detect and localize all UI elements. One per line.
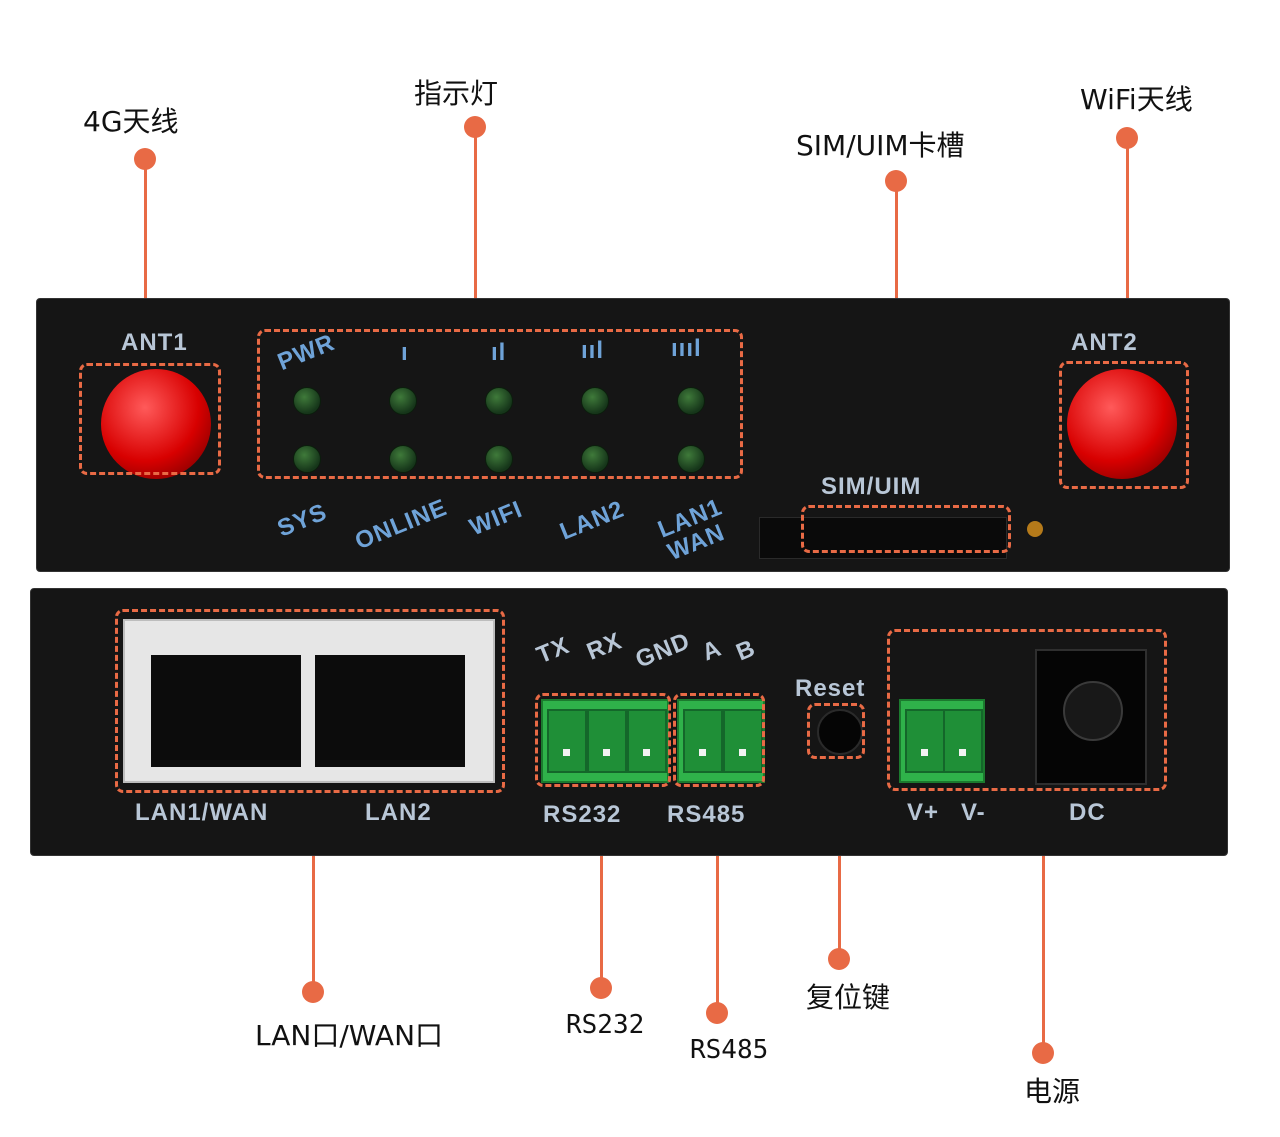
led-wifi [485, 445, 513, 473]
leader-line [716, 785, 719, 1013]
led-highlight [257, 329, 743, 479]
leader-line [312, 790, 315, 992]
terminal-slot [683, 709, 723, 773]
led-label-signal-1: ı [401, 339, 409, 366]
callout-wifi-antenna: WiFi天线 [1080, 83, 1193, 116]
lan1-wan-port[interactable] [151, 655, 301, 767]
terminal-slot [943, 709, 983, 773]
callout-dot [706, 1002, 728, 1024]
callout-dot [828, 948, 850, 970]
leader-line [1042, 790, 1045, 1052]
power-terminal[interactable] [899, 699, 985, 783]
rs232-terminal[interactable] [541, 699, 669, 783]
callout-lan-wan: LAN口/WAN口 [255, 1019, 444, 1052]
pin-label-a: A [698, 634, 726, 667]
sim-highlight [801, 505, 1011, 553]
led-signal-3 [581, 387, 609, 415]
callout-indicator-lights: 指示灯 [414, 77, 499, 110]
lan1-wan-label: LAN1/WAN [135, 799, 269, 826]
led-label-wifi: WIFI [465, 495, 527, 542]
callout-power: 电源 [1024, 1075, 1081, 1108]
callout-dot [1116, 127, 1138, 149]
ant2-label: ANT2 [1071, 329, 1138, 356]
ant1-highlight [79, 363, 221, 475]
led-sys [293, 445, 321, 473]
callout-dot [302, 981, 324, 1003]
v-plus-label: V+ [907, 799, 940, 826]
led-label-signal-3: ııl [581, 337, 605, 364]
callout-rs232: RS232 [566, 1010, 645, 1040]
rj45-block [123, 619, 495, 783]
dc-label: DC [1069, 799, 1106, 826]
power-highlight [887, 629, 1167, 791]
leader-line [474, 128, 477, 328]
rs485-highlight [673, 693, 765, 787]
rs232-label: RS232 [543, 801, 622, 828]
led-label-signal-4: ıııl [671, 335, 702, 362]
rs485-label: RS485 [667, 801, 746, 828]
callout-reset-key: 复位键 [806, 981, 891, 1014]
terminal-slot [627, 709, 667, 773]
sim-indicator [1027, 521, 1043, 537]
led-signal-1 [389, 387, 417, 415]
led-label-online: ONLINE [351, 493, 452, 556]
reset-button[interactable] [817, 709, 863, 755]
reset-label: Reset [795, 675, 866, 702]
ant1-connector [101, 369, 211, 479]
ant2-connector [1067, 369, 1177, 479]
leader-line [144, 160, 147, 360]
led-label-sys: SYS [273, 498, 332, 543]
terminal-slot [547, 709, 587, 773]
rs485-terminal[interactable] [677, 699, 765, 783]
ant2-highlight [1059, 361, 1189, 489]
led-lan1-wan [677, 445, 705, 473]
ant1-label: ANT1 [121, 329, 188, 356]
front-panel: ANT1 PWR ı ıl ııl ıııl SYS ONLINE WIFI L… [36, 298, 1230, 572]
pin-label-rx: RX [583, 627, 626, 666]
led-label-lan2: LAN2 [556, 495, 629, 546]
dc-jack[interactable] [1035, 649, 1147, 785]
leader-line [1126, 139, 1129, 361]
led-signal-2 [485, 387, 513, 415]
leader-line [600, 785, 603, 988]
led-signal-4 [677, 387, 705, 415]
rj45-highlight [115, 609, 505, 793]
callout-sim-slot: SIM/UIM卡槽 [796, 129, 965, 162]
sim-label: SIM/UIM [821, 473, 922, 500]
led-label-signal-2: ıl [491, 339, 507, 366]
callout-dot [590, 977, 612, 999]
lan2-label: LAN2 [365, 799, 432, 826]
dc-jack-socket [1063, 681, 1123, 741]
rear-panel: LAN1/WAN LAN2 TX RX GND A B RS232 RS485 … [30, 588, 1228, 856]
callout-dot [464, 116, 486, 138]
callout-dot [1032, 1042, 1054, 1064]
led-online [389, 445, 417, 473]
pin-label-b: B [732, 634, 760, 667]
rs232-highlight [535, 693, 671, 787]
led-pwr [293, 387, 321, 415]
pin-label-gnd: GND [631, 627, 695, 674]
terminal-slot [587, 709, 627, 773]
leader-line [838, 758, 841, 958]
callout-4g-antenna: 4G天线 [83, 105, 179, 138]
v-minus-label: V- [961, 799, 986, 826]
terminal-slot [723, 709, 763, 773]
callout-dot [134, 148, 156, 170]
callout-rs485: RS485 [690, 1035, 769, 1065]
pin-label-tx: TX [532, 631, 574, 670]
reset-highlight [807, 703, 865, 759]
led-lan2 [581, 445, 609, 473]
callout-dot [885, 170, 907, 192]
lan2-port[interactable] [315, 655, 465, 767]
